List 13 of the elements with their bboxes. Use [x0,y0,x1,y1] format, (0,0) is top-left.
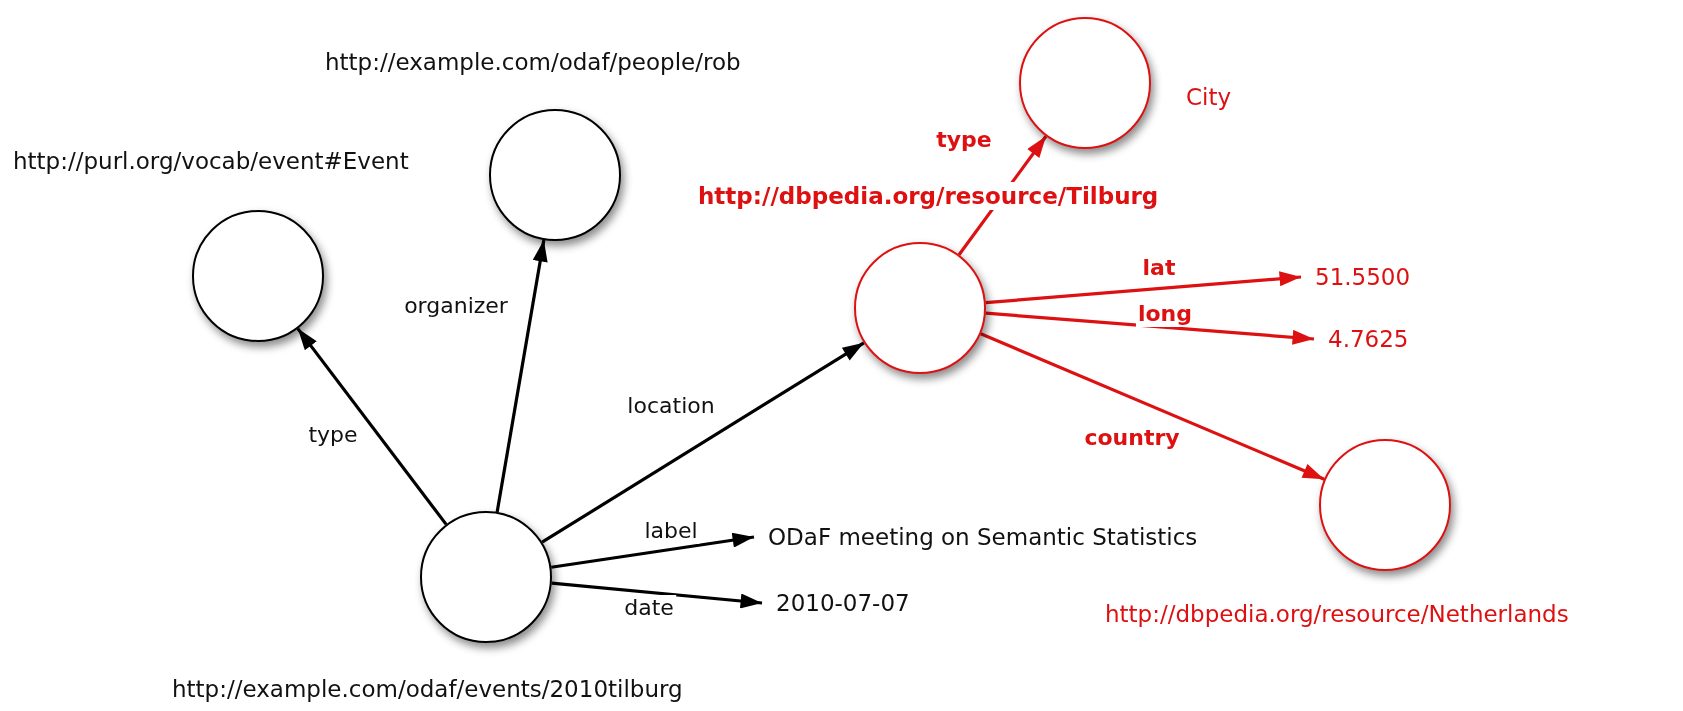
literal-value: 4.7625 [1314,325,1409,353]
arrow [980,332,1325,481]
arrow [541,341,865,544]
arrow [551,581,763,609]
arrow [985,311,1315,345]
uri-label: http://dbpedia.org/resource/Tilburg [698,182,1159,210]
arrow [985,271,1302,305]
literal-value: ODaF meeting on Semantic Statistics [754,523,1198,551]
arrow [551,532,755,569]
literal-value: 51.5500 [1301,263,1411,291]
arrow [296,327,448,526]
literal-value: 2010-07-07 [762,589,910,617]
arrow [495,239,548,513]
